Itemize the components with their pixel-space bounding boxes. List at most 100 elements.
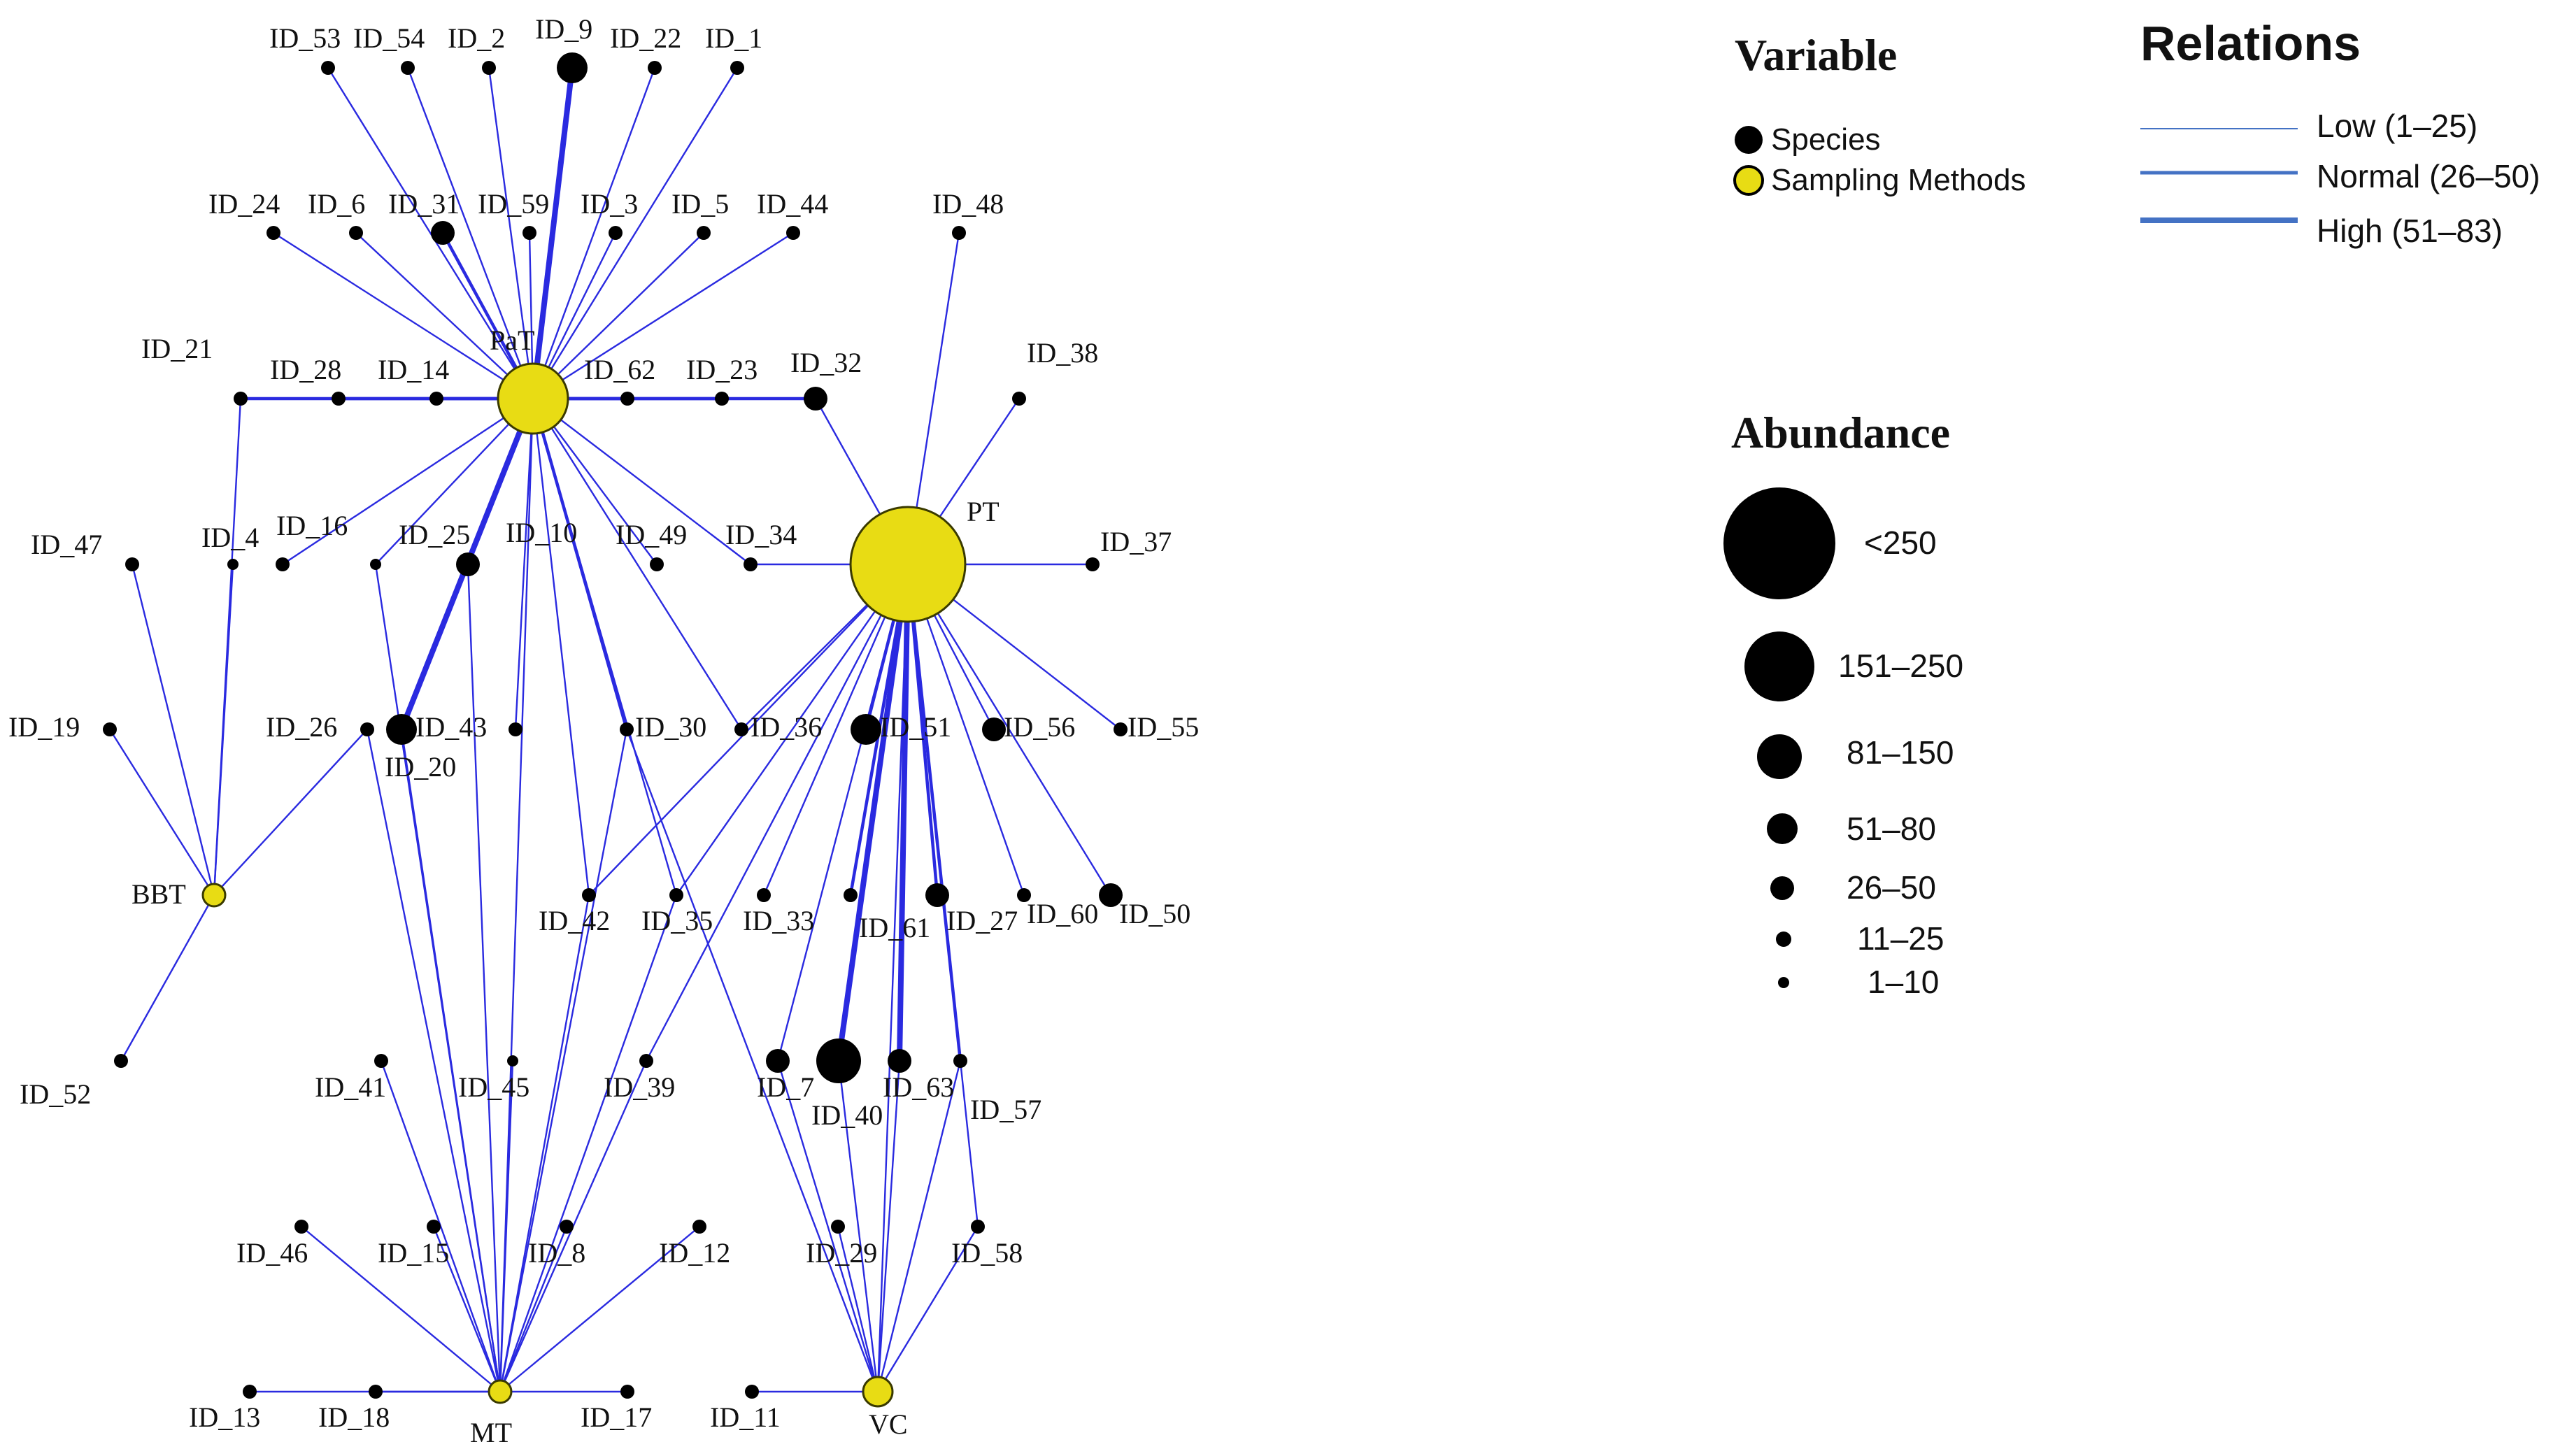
species-node-ID_56 <box>982 718 1006 741</box>
species-node-ID_2 <box>482 61 496 75</box>
node-label-ID_18: ID_18 <box>318 1401 390 1433</box>
node-label-ID_34: ID_34 <box>725 519 797 550</box>
edge-MT-ID_8 <box>499 1226 568 1392</box>
node-label-VC: VC <box>869 1408 908 1440</box>
node-label-ID_16: ID_16 <box>276 510 348 541</box>
legend-abundance-marker-2 <box>1776 932 1791 947</box>
species-node-ID_7 <box>766 1049 790 1073</box>
species-node-ID_55 <box>1114 722 1128 736</box>
node-label-ID_20: ID_20 <box>385 751 456 783</box>
edge-MT-ID_26 <box>366 729 502 1392</box>
node-label-ID_49: ID_49 <box>616 519 687 550</box>
node-label-ID_38: ID_38 <box>1027 337 1098 369</box>
method-node-VC <box>862 1376 894 1408</box>
species-node-ID_62 <box>620 392 634 406</box>
species-node-ID_57 <box>953 1054 967 1068</box>
node-label-ID_28: ID_28 <box>270 354 341 385</box>
node-label-ID_23: ID_23 <box>686 354 758 385</box>
species-node-ID_59 <box>522 226 536 240</box>
species-node-ID_33 <box>757 888 771 902</box>
edge-MT-ID_30 <box>499 729 628 1392</box>
species-node-ID_50 <box>1099 883 1123 907</box>
edge-PaT-ID_44 <box>532 231 794 400</box>
species-node-ID_48 <box>952 226 966 240</box>
species-node-ID_18 <box>369 1385 383 1399</box>
node-label-ID_52: ID_52 <box>20 1078 91 1110</box>
node-label-PaT: PaT <box>490 324 534 356</box>
species-node-ID_43 <box>509 722 522 736</box>
species-node-ID_11 <box>745 1385 759 1399</box>
node-label-ID_39: ID_39 <box>604 1071 675 1103</box>
node-label-ID_59: ID_59 <box>478 188 549 220</box>
node-label-ID_27: ID_27 <box>946 905 1018 936</box>
species-node-ID_49 <box>650 557 664 571</box>
edge-MT-ID_42 <box>499 894 590 1392</box>
nodes-layer <box>103 52 1128 1408</box>
species-node-ID_14 <box>429 392 443 406</box>
node-label-ID_61: ID_61 <box>859 912 930 943</box>
species-node-ID_58 <box>971 1220 985 1234</box>
edge-PT-ID_35 <box>676 564 909 896</box>
species-node-ID_9 <box>557 52 588 83</box>
species-node-ID_29 <box>831 1220 845 1234</box>
species-node-ID_46 <box>294 1220 308 1234</box>
legend-abundance-marker-5 <box>1757 734 1802 779</box>
legend-variable: Variable Species Sampling Methods <box>1733 30 2026 197</box>
legend-abundance-label-4: 51–80 <box>1847 811 1936 847</box>
legend-abundance-label-6: 151–250 <box>1838 648 1963 684</box>
species-node-ID_63 <box>888 1049 911 1073</box>
node-label-ID_57: ID_57 <box>970 1094 1041 1125</box>
edge-PaT-ID_43 <box>514 398 534 730</box>
node-label-ID_47: ID_47 <box>31 529 102 560</box>
node-label-ID_11: ID_11 <box>710 1401 781 1433</box>
species-node-ID_15 <box>427 1220 441 1234</box>
edge-PT-ID_63 <box>897 564 911 1062</box>
species-node-ID_20 <box>386 714 417 745</box>
edge-PaT-ID_24 <box>273 231 534 400</box>
method-node-PT <box>849 506 967 623</box>
species-node-ID_19 <box>103 722 117 736</box>
node-label-ID_50: ID_50 <box>1119 898 1190 929</box>
species-node-ID_12 <box>692 1220 706 1234</box>
species-node-ID_41 <box>374 1054 388 1068</box>
species-node-ID_36 <box>734 722 748 736</box>
edge-MT-ID_25 <box>374 564 502 1392</box>
legend-abundance-title: Abundance <box>1731 408 1950 457</box>
node-label-ID_63: ID_63 <box>883 1071 954 1103</box>
node-label-ID_41: ID_41 <box>315 1071 386 1103</box>
species-node-ID_26 <box>360 722 374 736</box>
species-node-ID_17 <box>620 1385 634 1399</box>
node-label-ID_4: ID_4 <box>201 522 259 553</box>
edge-BBT-ID_26 <box>213 729 368 896</box>
edge-VC-ID_29 <box>837 1226 879 1392</box>
edge-PaT-ID_6 <box>355 232 534 399</box>
species-node-ID_5 <box>697 226 711 240</box>
legend-abundance-label-3: 26–50 <box>1847 869 1936 906</box>
node-label-ID_42: ID_42 <box>539 905 610 936</box>
species-node-ID_27 <box>925 883 949 907</box>
node-label-ID_46: ID_46 <box>236 1237 308 1269</box>
edge-PaT-ID_1 <box>532 67 739 399</box>
node-label-ID_53: ID_53 <box>269 22 341 54</box>
node-label-ID_29: ID_29 <box>806 1237 877 1269</box>
node-label-ID_12: ID_12 <box>659 1237 730 1269</box>
method-node-PaT <box>497 362 569 435</box>
node-label-ID_62: ID_62 <box>584 354 655 385</box>
species-node-ID_31 <box>431 221 455 245</box>
species-node-ID_30 <box>620 722 634 736</box>
node-label-ID_44: ID_44 <box>757 188 828 220</box>
species-node-ID_44 <box>786 226 800 240</box>
species-node-ID_45 <box>507 1055 518 1066</box>
edge-VC-ID_57 <box>876 1060 962 1392</box>
edge-BBT-ID_52 <box>120 894 215 1062</box>
edge-VC-ID_58 <box>876 1226 979 1392</box>
edge-PaT-ID_5 <box>532 232 704 399</box>
node-label-ID_5: ID_5 <box>671 188 729 220</box>
edge-MT-ID_41 <box>380 1060 502 1392</box>
species-node-ID_37 <box>1086 557 1100 571</box>
node-label-ID_45: ID_45 <box>458 1071 529 1103</box>
legend-abundance-marker-4 <box>1767 813 1798 844</box>
node-label-ID_8: ID_8 <box>528 1237 585 1269</box>
